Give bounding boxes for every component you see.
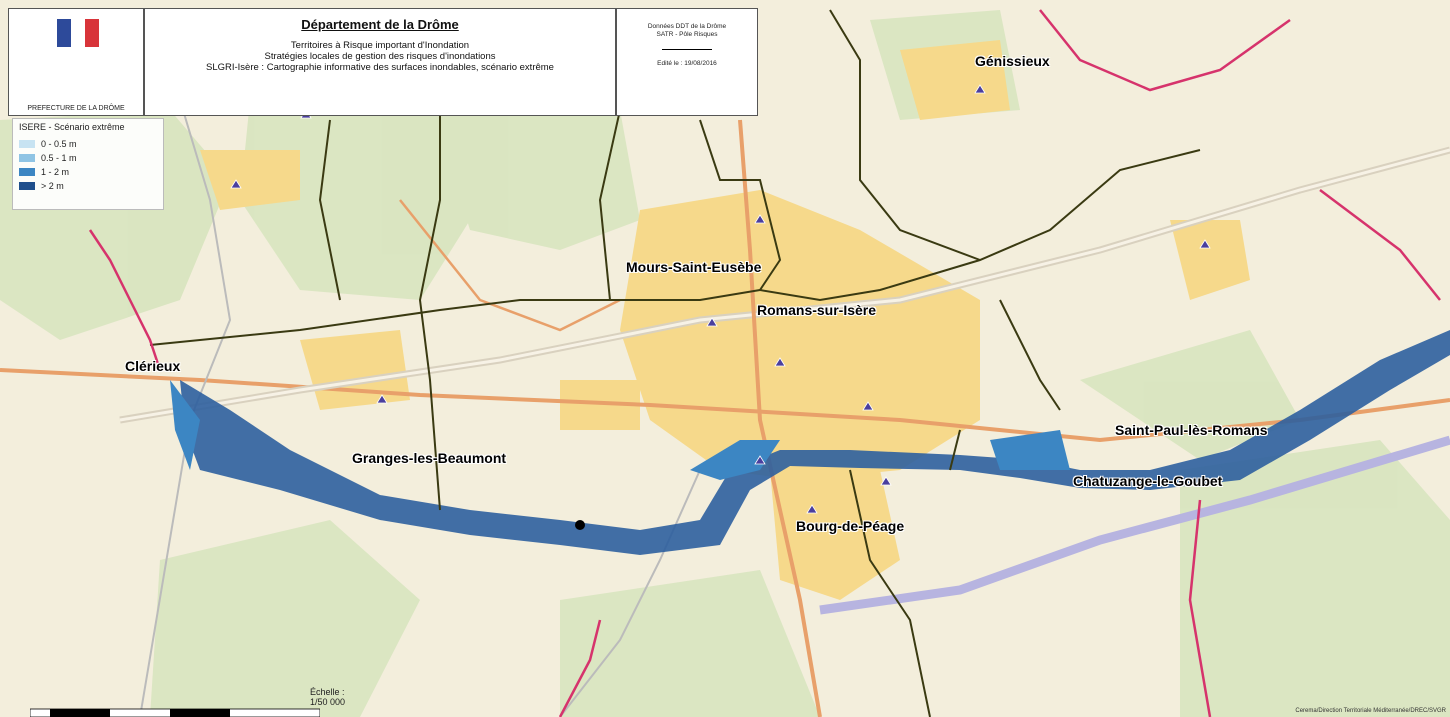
subtitle-line: Territoires à Risque important d'Inondat… <box>290 40 470 51</box>
title-box: Département de la Drôme Territoires à Ri… <box>144 8 616 116</box>
legend-swatch <box>19 168 35 176</box>
divider <box>662 49 712 50</box>
label-granges-les-beaumont: Granges-les-Beaumont <box>352 450 507 466</box>
credit: Cerema/Direction Territoriale Méditerran… <box>1295 708 1446 714</box>
legend-label: 1 - 2 m <box>41 167 70 177</box>
department-boundary <box>88 9 1441 717</box>
legend-swatch <box>19 154 35 162</box>
legend-label: 0.5 - 1 m <box>41 153 77 163</box>
label-saint-paul-les-romans: Saint-Paul-lès-Romans <box>1115 422 1268 438</box>
legend-item: 0.5 - 1 m <box>19 152 157 164</box>
subtitle-line: Stratégies locales de gestion des risque… <box>264 51 496 62</box>
label-chatuzange-le-goubet: Chatuzange-le-Goubet <box>1073 473 1223 489</box>
source-line: Données DDT de la Drôme <box>647 23 727 30</box>
label-romans-sur-isere: Romans-sur-Isère <box>757 302 877 318</box>
scale-ratio: 1/50 000 <box>310 697 346 707</box>
legend-swatch <box>19 182 35 190</box>
map-title: Département de la Drôme <box>301 17 459 32</box>
map-subtitle: Territoires à Risque important d'Inondat… <box>145 40 615 73</box>
subtitle-line: SLGRI-Isère : Cartographie informative d… <box>206 62 554 73</box>
legend-item: 0 - 0.5 m <box>19 138 157 150</box>
scale-bar <box>30 708 320 717</box>
scale-label-text: Échelle : <box>310 687 345 697</box>
label-mours-saint-eusebe: Mours-Saint-Eusèbe <box>626 259 762 275</box>
data-source: Données DDT de la Drôme SATR - Pôle Risq… <box>617 23 757 39</box>
legend-item: 1 - 2 m <box>19 166 157 178</box>
label-clerieux: Clérieux <box>125 358 181 374</box>
legend-swatch <box>19 140 35 148</box>
legend-title: ISERE - Scénario extrême <box>19 122 125 132</box>
marker-point <box>575 520 585 530</box>
legend: ISERE - Scénario extrême 0 - 0.5 m 0.5 -… <box>12 118 164 210</box>
legend-label: > 2 m <box>41 181 64 191</box>
legend-label: 0 - 0.5 m <box>41 139 77 149</box>
flood-zone <box>170 330 1450 555</box>
marianne-logo <box>57 19 99 47</box>
scale-label: Échelle : 1/50 000 <box>310 687 345 707</box>
label-genissieux: Génissieux <box>975 53 1050 69</box>
metadata-box: Données DDT de la Drôme SATR - Pôle Risq… <box>616 8 758 116</box>
prefecture-logo-box: PREFECTURE DE LA DRÔME <box>8 8 144 116</box>
legend-item: > 2 m <box>19 180 157 192</box>
commune-boundaries <box>149 9 1201 717</box>
edit-date: Edité le : 19/08/2016 <box>657 60 717 67</box>
roads <box>0 99 1450 717</box>
prefecture-label: PREFECTURE DE LA DRÔME <box>27 105 125 112</box>
source-line: SATR - Pôle Risques <box>656 31 718 38</box>
label-bourg-de-peage: Bourg-de-Péage <box>796 518 905 534</box>
